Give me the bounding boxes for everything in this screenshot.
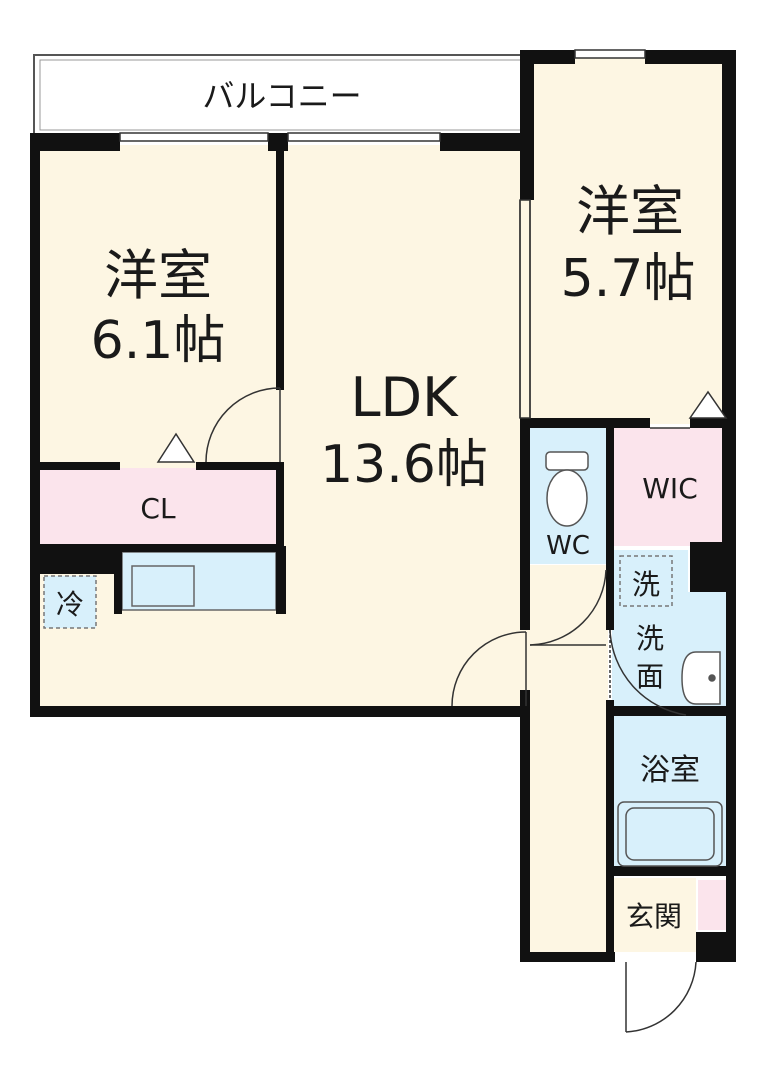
hallway-floor xyxy=(528,565,608,955)
closet-label: CL xyxy=(140,492,176,525)
toilet xyxy=(545,451,589,527)
balcony xyxy=(33,54,525,136)
ldk-size: 13.6帖 xyxy=(320,435,488,495)
ldk-name: LDK xyxy=(350,366,459,429)
bathtub xyxy=(617,801,723,867)
closet-area xyxy=(38,468,278,546)
entrance-floor xyxy=(608,878,696,952)
wic-area xyxy=(612,428,728,546)
toilet-label: WC xyxy=(546,531,590,561)
washroom-label-line2: 面 xyxy=(636,660,664,693)
laundry-label: 洗 xyxy=(632,568,660,601)
laundry-space xyxy=(619,555,673,607)
closet-door-marker xyxy=(156,432,196,463)
fridge-space xyxy=(43,575,97,629)
fridge-label: 冷 xyxy=(56,588,84,621)
wic-door-marker xyxy=(688,390,728,419)
kitchen-sink xyxy=(131,565,195,607)
bathroom-label: 浴室 xyxy=(640,753,700,788)
wash-basin xyxy=(681,651,721,705)
west-bedroom-name: 洋室 xyxy=(104,244,212,307)
wic-label: WIC xyxy=(642,472,698,505)
entrance-label: 玄関 xyxy=(626,900,682,933)
shoe-cabinet xyxy=(698,880,728,930)
balcony-label: バルコニー xyxy=(202,77,361,115)
east-bedroom-name: 洋室 xyxy=(576,180,684,243)
walls xyxy=(30,50,736,962)
west-bedroom-size: 6.1帖 xyxy=(91,311,226,371)
washroom-label-line1: 洗 xyxy=(636,622,664,655)
east-bedroom-floor xyxy=(528,58,728,424)
east-bedroom-size: 5.7帖 xyxy=(561,249,696,309)
doors xyxy=(205,387,697,1033)
